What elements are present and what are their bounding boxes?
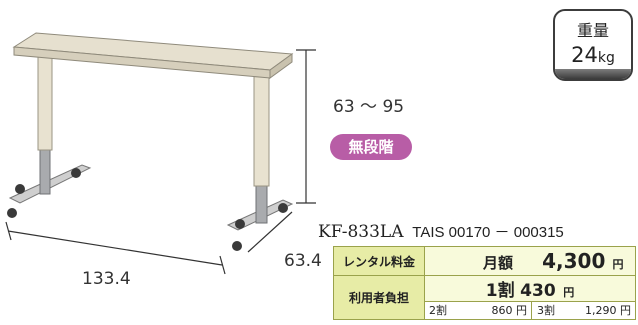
copay-10-label: 1割	[485, 281, 515, 301]
monthly-yen: 円	[612, 258, 624, 271]
post-upper-left	[37, 55, 53, 151]
weight-value-line: 24kg	[555, 43, 631, 67]
product-model-line: KF-833LA TAIS 00170 － 000315	[318, 221, 564, 242]
caster-icon	[71, 168, 81, 178]
depth-dimension-line	[247, 211, 293, 253]
copay-label: 利用者負担	[333, 275, 425, 320]
weight-unit: kg	[597, 50, 615, 66]
copay-30-label: 3割	[537, 304, 555, 317]
stepless-badge: 無段階	[330, 134, 412, 160]
monthly-label: 月額	[483, 254, 514, 272]
caster-icon	[235, 219, 245, 229]
copay-20-amount: 860 円	[465, 302, 532, 319]
caster-icon	[232, 241, 242, 251]
copay-10-amount: 430	[520, 281, 556, 301]
weight-badge: 重量 24kg	[553, 9, 633, 81]
height-dimension-line	[296, 49, 316, 204]
caster-icon	[15, 184, 25, 194]
rental-value-cell: 月額 4,300 円	[424, 246, 636, 276]
model-number: KF-833LA	[318, 222, 404, 242]
copay-row: 利用者負担 1割 430 円	[333, 275, 636, 320]
over-bed-table-illustration	[7, 32, 294, 251]
price-table: レンタル料金 月額 4,300 円 利用者負担 1割 430 円 2割 860 …	[333, 246, 636, 320]
weight-label: 重量	[576, 21, 609, 40]
width-dimension: 133.4	[82, 269, 131, 289]
copay-10-yen: 円	[563, 286, 575, 299]
post-lower-left	[39, 147, 51, 195]
table-top-side	[269, 53, 293, 79]
width-dimension-line	[5, 221, 226, 275]
copay-10-cell: 1割 430 円	[424, 275, 636, 302]
copay-detail-row: 2割 860 円 3割 1,290 円	[334, 301, 636, 320]
post-lower-right	[255, 182, 268, 224]
copay-detail-cell: 2割 860 円 3割 1,290 円	[424, 301, 636, 320]
copay-30-amount: 1,290 円	[585, 304, 631, 317]
weight-badge-shadow	[555, 69, 631, 79]
rental-label: レンタル料金	[333, 246, 425, 276]
tais-code: TAIS 00170 － 000315	[412, 224, 564, 241]
post-upper-right	[253, 75, 270, 187]
caster-icon	[7, 208, 17, 218]
monthly-amount: 4,300	[542, 249, 606, 273]
copay-20-label: 2割	[429, 304, 447, 317]
height-dimension: 63 ～ 95	[333, 97, 405, 117]
depth-dimension: 63.4	[284, 251, 322, 271]
caster-icon	[278, 203, 288, 213]
weight-value: 24	[571, 43, 598, 67]
rental-row: レンタル料金 月額 4,300 円	[333, 246, 636, 276]
